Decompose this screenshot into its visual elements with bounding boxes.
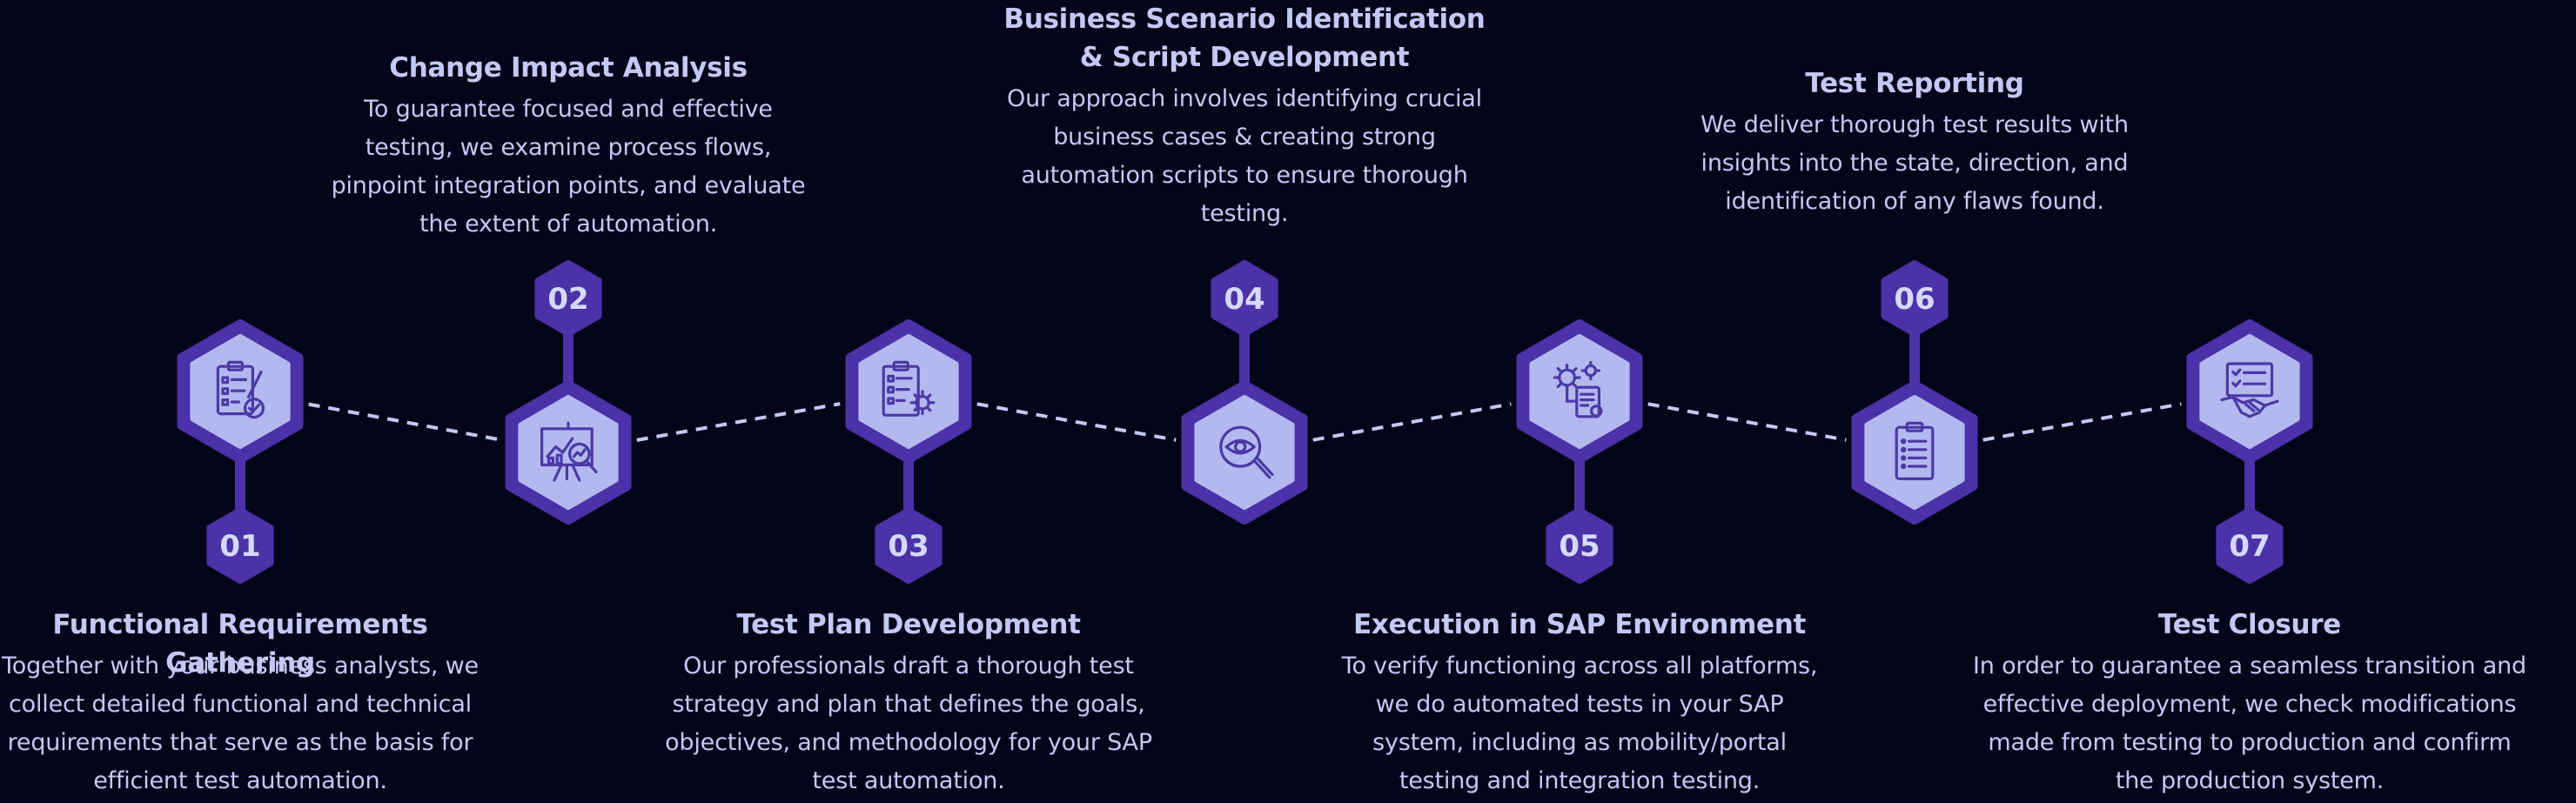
step-description: In order to guarantee a seamless transit…	[1973, 652, 2526, 794]
step-title: Change Impact Analysis	[389, 52, 748, 84]
step-node-02: 02	[505, 260, 632, 525]
number-badge	[2216, 507, 2284, 584]
step-node-05: 05	[1516, 319, 1643, 584]
step-description: Our approach involves identifying crucia…	[1007, 85, 1482, 227]
step-node-01: 01	[177, 319, 304, 584]
step-title: Test Plan Development	[736, 609, 1081, 640]
number-badge	[534, 260, 602, 337]
step-number: 07	[2229, 529, 2270, 564]
connector-6-7	[1982, 402, 2182, 442]
step-description: Our professionals draft a thorough test …	[665, 652, 1152, 794]
step-node-03: 03	[845, 319, 972, 584]
step-nodes: 01 02 03 04 05 06 07	[177, 260, 2313, 584]
step-number: 04	[1224, 282, 1265, 317]
hexagon-inner	[1529, 334, 1630, 449]
step-description: We deliver thorough test results with in…	[1701, 111, 2129, 215]
step-title: Test Reporting	[1805, 68, 2024, 99]
connector-5-6	[1647, 402, 1847, 442]
connector-3-4	[976, 402, 1177, 442]
hexagon-inner	[1864, 395, 1965, 510]
step-number: 01	[219, 529, 260, 564]
hexagon-inner	[858, 334, 959, 449]
connector-2-3	[636, 402, 841, 442]
number-badge	[1546, 507, 1613, 584]
hexagon-inner	[2199, 334, 2300, 449]
step-description: To verify functioning across all platfor…	[1341, 652, 1818, 794]
step-number: 06	[1894, 282, 1935, 317]
number-badge	[206, 507, 274, 584]
number-badge	[1881, 260, 1949, 337]
step-title: Business Scenario Identification & Scrip…	[1003, 3, 1486, 73]
number-badge	[875, 507, 943, 584]
connector-1-2	[308, 402, 500, 442]
step-node-07: 07	[2186, 319, 2313, 584]
step-description: Together with your business analysts, we…	[2, 652, 479, 794]
dashed-connectors	[308, 402, 2182, 442]
step-number: 03	[888, 529, 929, 564]
number-badge	[1211, 260, 1278, 337]
step-number: 02	[547, 282, 588, 317]
hexagon-inner	[518, 395, 619, 510]
step-title: Test Closure	[2157, 609, 2342, 640]
step-node-04: 04	[1181, 260, 1308, 525]
step-title: Execution in SAP Environment	[1352, 609, 1807, 640]
step-node-06: 06	[1851, 260, 1978, 525]
step-number: 05	[1559, 529, 1600, 564]
connector-4-5	[1312, 402, 1512, 442]
step-title: Functional Requirements Gathering	[52, 609, 428, 679]
step-description: To guarantee focused and effective testi…	[331, 96, 806, 238]
